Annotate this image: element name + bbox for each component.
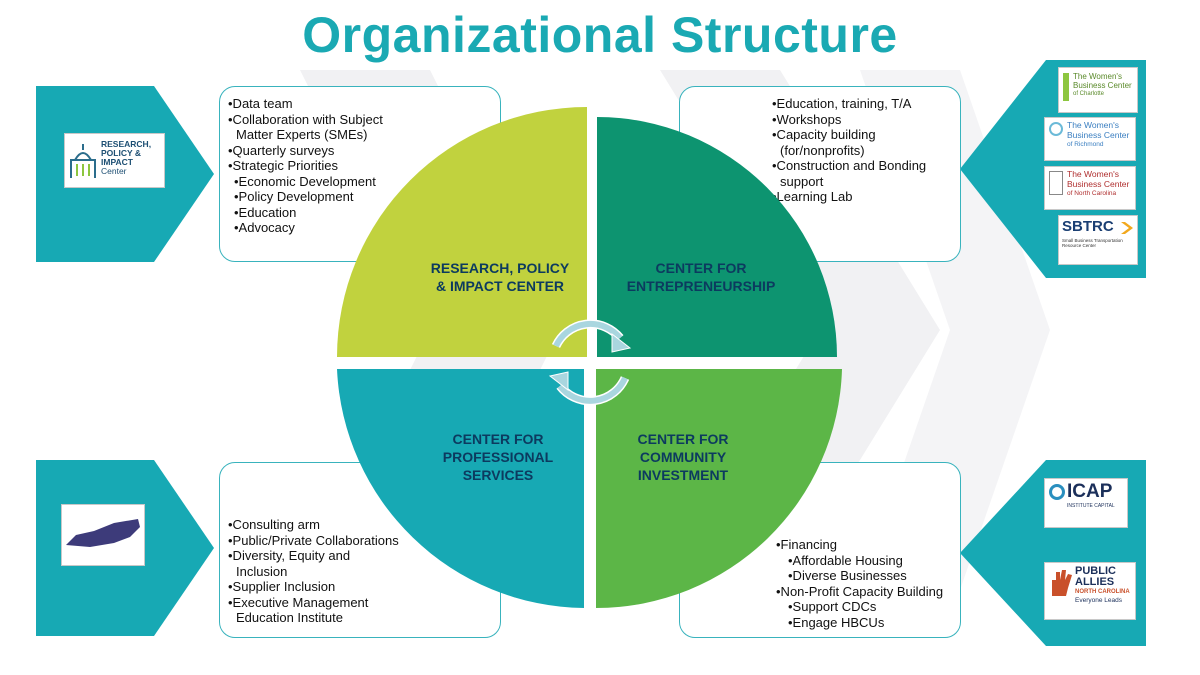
chevron-right-icon [1121, 222, 1133, 234]
label-line: CENTER FOR [655, 260, 747, 276]
logo-text: Resource Center [1062, 243, 1097, 248]
list-item: •Capacity building [772, 127, 876, 142]
label-line: CENTER FOR [452, 431, 544, 447]
logo-text: of North Carolina [1067, 190, 1117, 197]
logo-text: PUBLIC [1075, 565, 1116, 577]
hand-icon [1052, 570, 1072, 596]
list-item: •Supplier Inclusion [228, 579, 336, 594]
logo-text: Center [101, 166, 127, 176]
list-item: •Engage HBCUs [788, 614, 885, 630]
card-entrepreneurship: •Education, training, T/A •Workshops •Ca… [679, 86, 961, 262]
logo-mark [1049, 122, 1063, 136]
list-item: •Advocacy [234, 220, 295, 235]
list-item: Inclusion [236, 563, 288, 579]
logo-text: The Women's [1067, 120, 1120, 130]
card-community: •Financing •Affordable Housing •Diverse … [679, 462, 961, 638]
list-item: •Consulting arm [228, 517, 320, 532]
logo-text: The Women's [1067, 169, 1120, 179]
logo-mark [1049, 171, 1063, 195]
list-item: •Affordable Housing [788, 552, 903, 568]
logo-text: ALLIES [1075, 576, 1115, 588]
icap-logo: ICAP INSTITUTE CAPITAL [1044, 478, 1128, 528]
label-line: & IMPACT CENTER [435, 278, 565, 294]
logo-text: MEEI [68, 523, 91, 533]
list-item: •Education [234, 204, 297, 220]
logo-text: Everyone Leads [1075, 597, 1122, 604]
logo-text: IMPACT [101, 157, 133, 167]
logo-text: ICAP [1067, 481, 1113, 502]
page-title: Organizational Structure [302, 7, 898, 63]
label-line: ENTREPRENEURSHIP [626, 278, 776, 294]
label-line: COMMUNITY [639, 449, 727, 465]
rpi-logo: RESEARCH, POLICY & IMPACT Center [64, 133, 165, 188]
list-item: Matter Experts (SMEs) [236, 127, 368, 142]
list-item: •Construction and Bonding [772, 158, 927, 173]
list-item: Education Institute [236, 610, 343, 625]
label-research: RESEARCH, POLICY & IMPACT CENTER [420, 259, 580, 295]
public-allies-logo: PUBLIC ALLIES NORTH CAROLINA Everyone Le… [1044, 562, 1136, 620]
label-line: SERVICES [462, 467, 534, 483]
list-item: •Workshops [772, 111, 842, 127]
sbtrc-logo: SBTRC Small Business Transportation Reso… [1058, 215, 1138, 265]
list-item: •Education, training, T/A [772, 96, 912, 111]
card-research: •Data team •Collaboration with Subject M… [219, 86, 501, 262]
list-item: •Diversity, Equity and [228, 548, 351, 563]
label-line: INVESTMENT [637, 467, 729, 483]
logo-text: INSTITUTE CAPITAL [1067, 503, 1115, 509]
logo-mark [1049, 484, 1065, 500]
list-item: •Economic Development [234, 173, 376, 189]
list-item: •Non-Profit Capacity Building [776, 583, 944, 599]
logo-text: SBTRC [1062, 218, 1114, 235]
label-entrepreneurship: CENTER FOR ENTREPRENEURSHIP [616, 259, 786, 295]
logo-text: POLICY & [101, 148, 141, 158]
wbc-charlotte-logo: The Women's Business Center of Charlotte [1058, 67, 1138, 113]
list-item: •Executive Management [228, 594, 369, 610]
label-professional: CENTER FOR PROFESSIONAL SERVICES [420, 430, 576, 484]
label-community: CENTER FOR COMMUNITY INVESTMENT [608, 430, 758, 484]
wbc-nc-logo: The Women's Business Center of North Car… [1044, 166, 1136, 210]
list-item: support [780, 173, 824, 189]
list-item: •Data team [228, 96, 293, 111]
logo-text: Business Center [1067, 129, 1130, 140]
label-line: CENTER FOR [637, 431, 729, 447]
logo-text: Small Business Transportation [1062, 238, 1123, 243]
north-carolina-map-icon [66, 519, 140, 547]
label-line: PROFESSIONAL [442, 449, 554, 465]
wbc-richmond-logo: The Women's Business Center of Richmond [1044, 117, 1136, 161]
label-line: RESEARCH, POLICY [430, 260, 570, 276]
list-item: •Collaboration with Subject [228, 111, 383, 127]
logo-text: Business Center [1073, 81, 1132, 90]
card-professional: •Consulting arm •Public/Private Collabor… [219, 462, 501, 638]
meei-logo: MEEI [61, 504, 145, 566]
list-item: •Learning Lab [772, 189, 853, 204]
list-item: •Strategic Priorities [228, 158, 339, 173]
logo-text: The Women's [1073, 72, 1122, 81]
logo-text: of Richmond [1067, 141, 1104, 148]
list-item: •Public/Private Collaborations [228, 532, 399, 548]
logo-bar [1063, 73, 1069, 101]
logo-text: of Charlotte [1073, 91, 1105, 97]
list-item: •Diverse Businesses [788, 568, 907, 583]
logo-text: NORTH CAROLINA [1075, 589, 1130, 595]
logo-text: Business Center [1067, 178, 1130, 189]
list-item: •Support CDCs [788, 599, 877, 614]
list-item: •Quarterly surveys [228, 142, 335, 158]
list-item: •Financing [776, 537, 837, 552]
logo-text: RESEARCH, [101, 139, 152, 149]
list-item: •Policy Development [234, 189, 354, 204]
list-item: (for/nonprofits) [780, 142, 865, 158]
capitol-icon [70, 144, 96, 178]
